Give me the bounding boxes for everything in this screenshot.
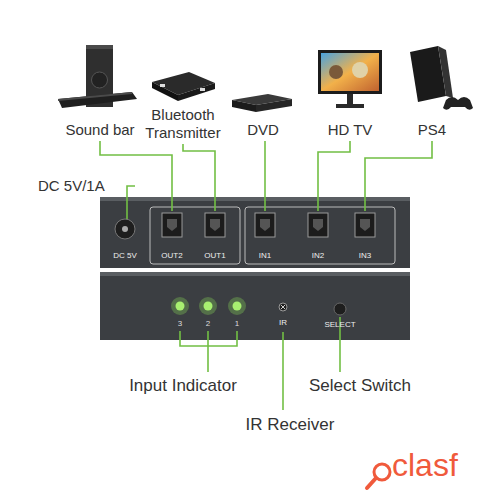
ir-mark	[281, 305, 285, 309]
led	[233, 302, 242, 311]
callout-text: Select Switch	[295, 376, 425, 396]
port-box: OUT1	[195, 211, 235, 262]
port-box: IN3	[345, 211, 385, 262]
controller	[443, 97, 473, 110]
ir-window	[279, 303, 287, 311]
transmitter-front	[178, 83, 215, 101]
port-name: IN1	[245, 251, 285, 260]
transmitter-label	[200, 88, 205, 91]
port-name: OUT1	[195, 251, 235, 260]
tv-picture	[329, 65, 343, 79]
signal-line	[100, 141, 172, 211]
console-side	[438, 46, 453, 98]
tv-picture	[352, 62, 368, 78]
callout-text: DC 5V/1A	[38, 177, 133, 195]
port-box: OUT2	[152, 211, 192, 262]
led	[176, 302, 185, 311]
device-name: PS4	[397, 121, 467, 139]
device-label: PS4	[397, 121, 467, 139]
led-number: 1	[227, 319, 247, 329]
input-group-outline	[245, 207, 395, 264]
device-label: DVD	[228, 121, 298, 139]
rear-panel	[100, 201, 410, 268]
device-name: HD TV	[305, 121, 395, 139]
panel-marking: DC 5V	[100, 251, 150, 261]
leader-line	[282, 332, 284, 410]
port-box: IN2	[298, 211, 338, 262]
device-label: HD TV	[305, 121, 395, 139]
sound-bar-body	[58, 92, 137, 108]
front-panel	[100, 276, 410, 340]
led-glow	[171, 297, 189, 315]
dvd-side	[256, 99, 292, 112]
led	[204, 302, 213, 311]
tv-stand	[347, 94, 353, 104]
port-name: IN3	[345, 251, 385, 260]
device-label: Sound bar	[55, 121, 145, 139]
subwoofer-top	[86, 45, 113, 49]
led-glow	[228, 297, 246, 315]
port-name: OUT2	[152, 251, 192, 260]
device-name: DVD	[228, 121, 298, 139]
callout-text: IR Receiver	[230, 415, 350, 435]
signal-line	[318, 141, 350, 211]
device-label: Bluetooth Transmitter	[137, 106, 229, 142]
signal-line	[183, 144, 215, 211]
tv-screen	[321, 53, 379, 91]
dvd-front	[232, 100, 256, 112]
watermark-magnifier	[367, 478, 376, 488]
signal-line	[365, 141, 432, 211]
led-number: 2	[198, 319, 218, 329]
panel-marking: IR	[268, 318, 298, 328]
select-button	[334, 303, 346, 315]
led-indicators	[171, 297, 246, 315]
watermark: clasf	[392, 446, 492, 484]
device-name: Sound bar	[55, 121, 145, 139]
transmitter-label	[160, 84, 165, 87]
device-name: Bluetooth Transmitter	[137, 106, 229, 142]
port-name: IN2	[298, 251, 338, 260]
panel-marking: SELECT	[315, 320, 365, 330]
dc-jack	[115, 219, 135, 239]
leader-line	[127, 186, 135, 219]
transmitter-side	[152, 82, 178, 101]
led-number: 3	[170, 319, 190, 329]
output-group-outline	[150, 207, 240, 264]
bracket	[180, 331, 237, 372]
port-shutter	[167, 219, 370, 231]
led-glow	[199, 297, 217, 315]
optical-ports	[162, 213, 375, 237]
tv-stand	[336, 104, 364, 108]
port-box: IN1	[245, 211, 285, 262]
dc-jack-pin	[122, 226, 128, 232]
callout-text: Input Indicator	[108, 376, 258, 396]
woofer-cone	[92, 72, 108, 88]
tv-frame	[318, 50, 382, 94]
sound-bar-top	[58, 92, 132, 101]
signal-line	[264, 141, 266, 211]
